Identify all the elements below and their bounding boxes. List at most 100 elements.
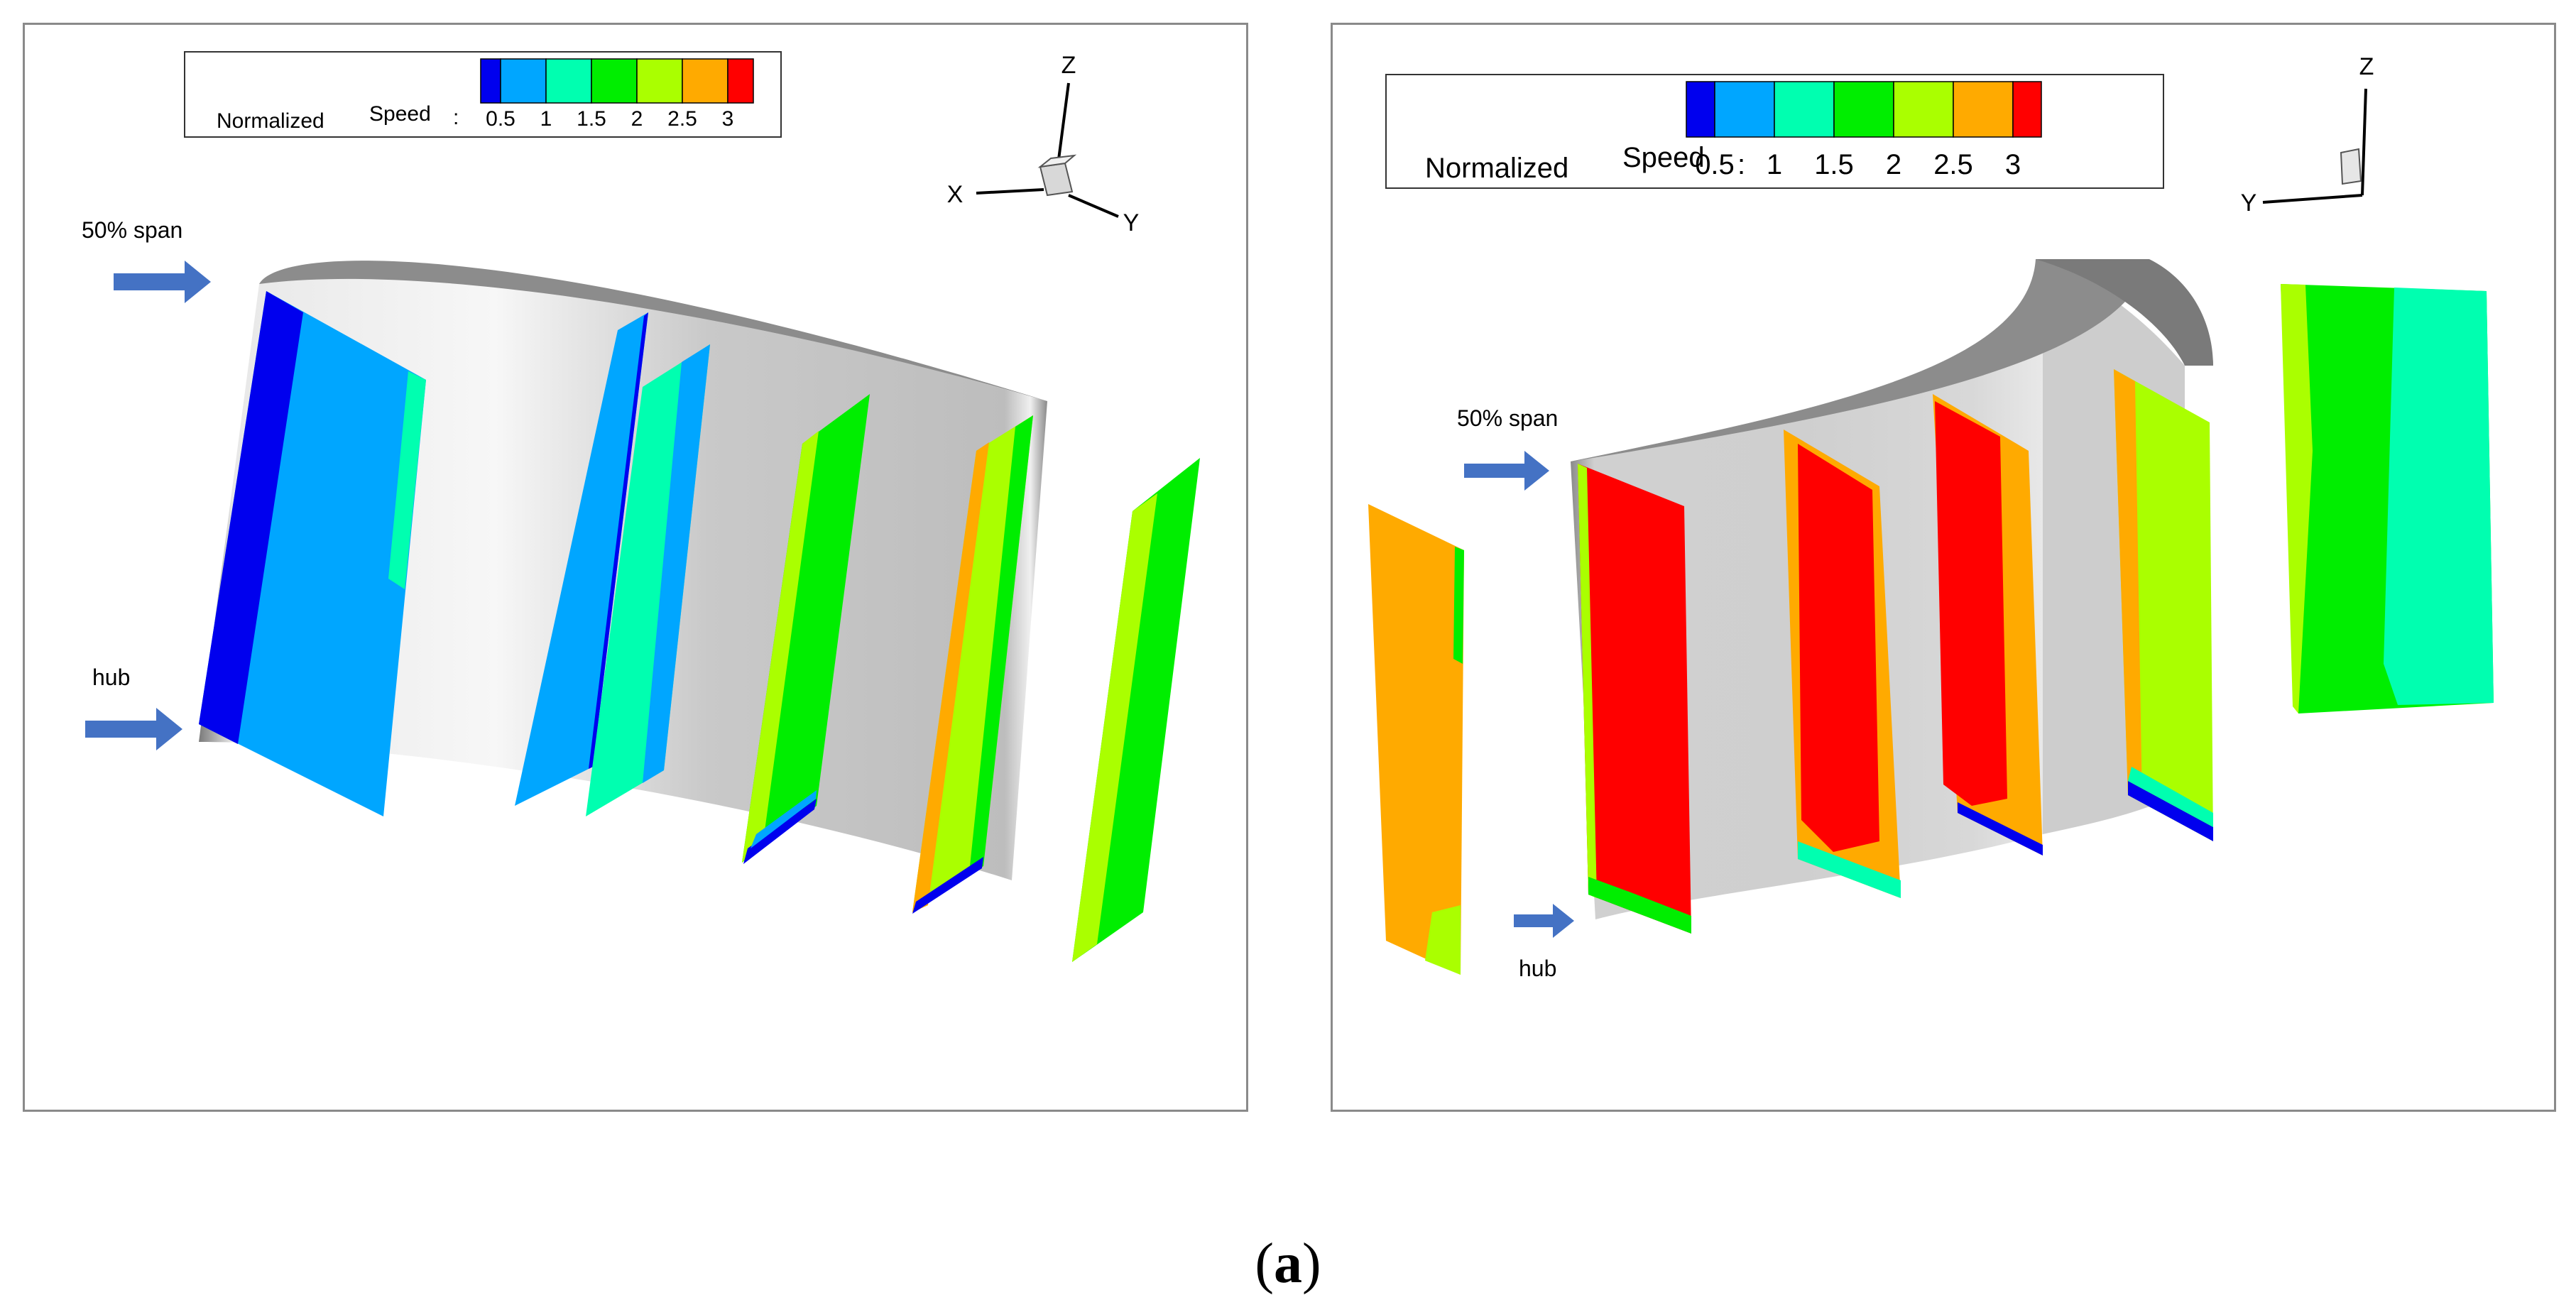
plane-4-core xyxy=(1935,401,2007,806)
caption-open: ( xyxy=(1255,1232,1274,1295)
legend-swatch-1 xyxy=(1714,81,1775,138)
blade-tip-trailing xyxy=(2036,259,2213,366)
legend-title: Normalized xyxy=(217,109,324,133)
legend-colon: : xyxy=(453,106,459,129)
legend-colon: : xyxy=(1737,149,1745,180)
span-arrow: 50% span xyxy=(82,217,211,303)
span-label: 50% span xyxy=(1457,405,1558,431)
legend-swatch-1 xyxy=(500,58,547,104)
plane-5-hub-band xyxy=(912,857,983,914)
legend-tick-label: 1.5 xyxy=(577,107,606,131)
plane-5-band xyxy=(912,442,989,912)
legend-tick-label: 2.5 xyxy=(1933,149,1973,180)
z-axis-label: Z xyxy=(2359,53,2374,80)
z-axis-line xyxy=(2361,88,2367,196)
contour-plane-5 xyxy=(912,415,1033,914)
legend-tick-label: 2 xyxy=(631,107,643,131)
hub-label: hub xyxy=(1519,956,1556,981)
legend-variable: Speed xyxy=(1622,142,1705,173)
legend-tick-label: 3 xyxy=(722,107,734,131)
z-axis-label: Z xyxy=(1061,52,1076,79)
plane-1-low-band xyxy=(199,291,303,744)
span-arrow-icon xyxy=(1464,451,1549,491)
plane-3-band xyxy=(643,344,710,783)
legend-swatch-5 xyxy=(1953,81,2014,138)
legend-title: Normalized xyxy=(1425,153,1568,184)
contour-plane-6 xyxy=(1072,458,1200,962)
y-axis-label: Y xyxy=(2241,190,2257,217)
legend-tick-label: 1 xyxy=(540,107,552,131)
legend-swatch-2 xyxy=(545,58,592,104)
legend-swatch-5 xyxy=(682,58,728,104)
contour-plane-3 xyxy=(586,344,710,816)
legend-ticks: 0.5 1 1.5 2 2.5 3 xyxy=(486,107,733,131)
plane-2-hub-band xyxy=(1588,877,1691,934)
legend-tick-label: 0.5 xyxy=(1695,149,1735,180)
legend-tick-label: 2 xyxy=(1886,149,1901,180)
contour-plane-5 xyxy=(2114,369,2213,841)
hub-arrow: hub xyxy=(1514,904,1574,981)
span-arrow: 50% span xyxy=(1457,405,1558,491)
legend-color-bar xyxy=(480,58,754,104)
plane-5-hub-band xyxy=(2128,781,2213,841)
caption-close: ) xyxy=(1302,1232,1321,1295)
contour-plane-1 xyxy=(1368,504,1464,975)
span-arrow-icon xyxy=(114,261,211,303)
legend-swatch-2 xyxy=(1774,81,1835,138)
contour-plane-2 xyxy=(515,312,648,806)
plane-3-hub-band xyxy=(1798,841,1901,898)
legend-tick-label: 3 xyxy=(2005,149,2021,180)
plane-1-edge xyxy=(388,371,426,589)
legend-swatch-6 xyxy=(2012,81,2042,138)
legend-tick-label: 0.5 xyxy=(486,107,515,131)
hub-arrow: hub xyxy=(85,665,182,750)
plane-5-edge xyxy=(969,415,1033,873)
y-axis-line xyxy=(1068,194,1119,218)
legend-swatch-3 xyxy=(591,58,638,104)
legend-swatch-6 xyxy=(727,58,754,104)
plane-4-hub-band-2 xyxy=(751,790,817,848)
hub-arrow-icon xyxy=(85,708,182,750)
blade-tip xyxy=(259,261,1047,401)
legend-swatch-0 xyxy=(1686,81,1715,138)
plane-3-core xyxy=(1798,444,1879,852)
contour-plane-1 xyxy=(199,291,426,816)
axis-triad: Z Y xyxy=(2241,53,2374,217)
legend-swatch-4 xyxy=(1893,81,1954,138)
legend-tick-label: 1 xyxy=(1767,149,1782,180)
contour-plane-3 xyxy=(1784,430,1901,898)
plane-1-main xyxy=(1368,504,1464,975)
plane-2-edge xyxy=(589,312,648,769)
plane-4-band xyxy=(742,431,819,863)
axis-cube-top xyxy=(1037,154,1077,168)
legend-swatch-0 xyxy=(480,58,501,104)
legend-swatch-3 xyxy=(1833,81,1894,138)
contour-plane-6 xyxy=(2281,284,2494,714)
legend-tick-label: 2.5 xyxy=(667,107,697,131)
hub-label: hub xyxy=(92,665,130,690)
plane-2-main xyxy=(1578,464,1691,934)
x-axis-label: X xyxy=(947,181,964,208)
plane-2-edge xyxy=(1578,464,1597,898)
contour-plane-4 xyxy=(742,394,870,864)
y-axis-label: Y xyxy=(1123,209,1140,236)
contour-plane-4 xyxy=(1933,394,2043,855)
figure-caption: (a) xyxy=(0,1232,2576,1296)
axis-cube xyxy=(2340,148,2362,185)
hub-arrow-icon xyxy=(1514,904,1574,938)
plane-5-band xyxy=(2114,369,2142,802)
x-axis-line xyxy=(976,188,1044,195)
axis-cube xyxy=(1039,162,1074,197)
axis-triad: Z X Y xyxy=(947,52,1140,236)
plane-1-edge xyxy=(1453,547,1464,664)
plane-5-hub-band-2 xyxy=(2128,767,2213,827)
plane-6-edge xyxy=(2281,284,2313,714)
contour-plane-2 xyxy=(1578,464,1691,934)
plane-6-band xyxy=(1072,493,1157,962)
